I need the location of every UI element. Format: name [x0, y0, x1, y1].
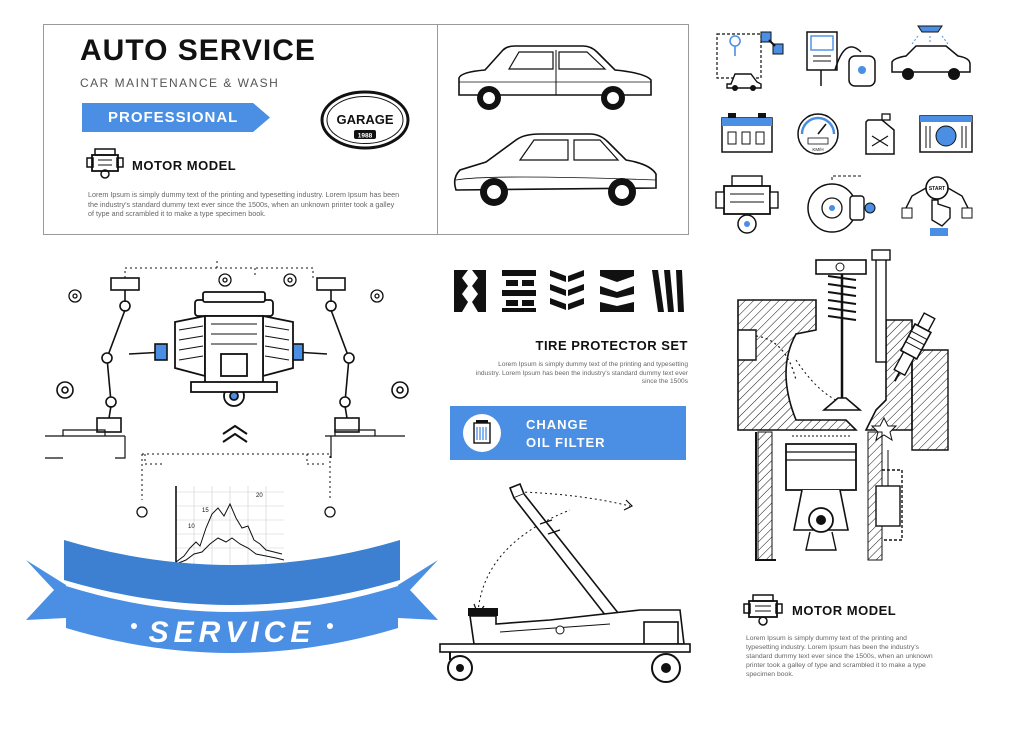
tire-protector-title: TIRE PROTECTOR SET [535, 338, 688, 353]
engine-cutaway-illustration [737, 249, 949, 561]
chart-label-mid: 15 [202, 508, 209, 514]
oil-filter-text: CHANGE OIL FILTER [526, 416, 606, 452]
engine-small-icon [86, 148, 124, 179]
motor-model-title-bottom: MOTOR MODEL [792, 603, 897, 618]
tire-tread-2 [502, 270, 536, 312]
tire-tread-1 [454, 270, 486, 312]
service-ribbon: SERVICE [26, 540, 438, 653]
radiator-icon [919, 115, 973, 153]
tire-tread-5 [652, 270, 684, 312]
ribbon-label: SERVICE [149, 616, 316, 649]
floor-jack-icon [439, 482, 691, 683]
sedan-perspective-icon [453, 133, 657, 206]
start-button-icon: START [901, 176, 973, 236]
professional-badge: PROFESSIONAL [82, 103, 270, 132]
garage-label: GARAGE [336, 112, 393, 127]
gps-satellite-icon [716, 31, 784, 91]
tire-tread-3 [550, 270, 584, 310]
garage-emblem: GARAGE 1988 [320, 90, 410, 150]
engine-block-icon [715, 175, 779, 234]
car-wash-icon [891, 25, 971, 80]
tire-tread-4 [600, 270, 634, 312]
brake-disc-icon [807, 175, 876, 233]
speedometer-icon: KM/H [797, 113, 839, 155]
engine-small-icon-bottom [743, 594, 783, 626]
motor-model-body-bottom: Lorem Ipsum is simply dummy text of the … [746, 635, 933, 678]
header-card-divider [437, 24, 438, 235]
sedan-side-icon [458, 45, 652, 110]
tire-tread-set [454, 270, 684, 312]
motor-model-body-top: Lorem Ipsum is simply dummy text of the … [88, 190, 400, 218]
car-vacuum-icon [806, 31, 876, 87]
page-subtitle: CAR MAINTENANCE & WASH [80, 76, 280, 90]
fuel-canister-icon [865, 113, 895, 155]
chart-label-low: 10 [188, 524, 195, 530]
garage-year: 1988 [358, 133, 373, 140]
start-label: START [929, 186, 945, 192]
speedometer-label: KM/H [812, 147, 823, 152]
motor-model-title-top: MOTOR MODEL [132, 158, 237, 173]
chart-label-top: 20 [256, 493, 263, 499]
oil-filter-line2: OIL FILTER [526, 435, 606, 450]
battery-icon [721, 113, 773, 153]
robot-engine-assembly [45, 258, 409, 465]
page-title: AUTO SERVICE [80, 34, 316, 67]
oil-filter-icon [463, 414, 501, 452]
chart-guides [136, 453, 336, 518]
oil-filter-line1: CHANGE [526, 417, 589, 432]
tire-protector-body: Lorem Ipsum is simply dummy text of the … [475, 361, 688, 385]
